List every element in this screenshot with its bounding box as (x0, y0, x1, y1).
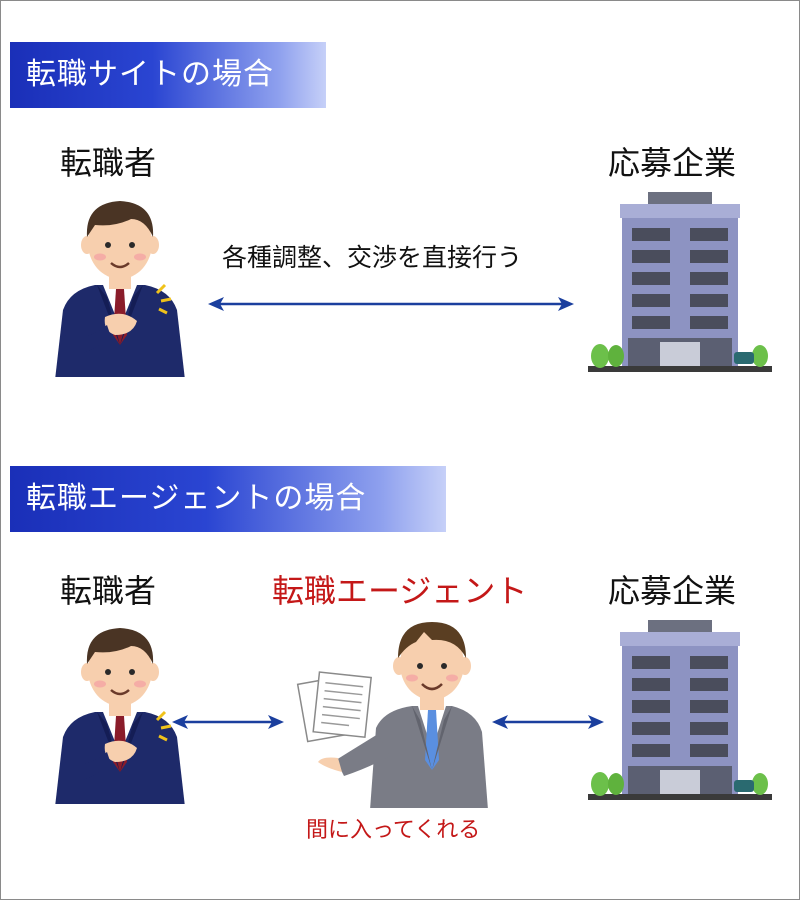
section2-agent-label: 転職エージェント (272, 572, 528, 610)
bidirectional-arrow-icon (172, 715, 284, 729)
person-icon (55, 201, 185, 377)
section1-arrow-caption: 各種調整、交渉を直接行う (222, 243, 523, 272)
bidirectional-arrow-icon (492, 715, 604, 729)
section2-banner: 転職エージェントの場合 (10, 466, 446, 532)
documents-icon (296, 671, 372, 743)
recruiting-agent-icon (318, 622, 488, 808)
bidirectional-arrow-icon (208, 297, 574, 311)
section2-company-label: 応募企業 (608, 572, 737, 610)
office-building-icon (588, 620, 772, 800)
office-building-icon (588, 192, 772, 372)
section1-banner: 転職サイトの場合 (10, 42, 326, 108)
person-icon (55, 628, 185, 804)
section2-person-label: 転職者 (60, 572, 157, 610)
section1-company-label: 応募企業 (608, 144, 737, 182)
section1-person-label: 転職者 (60, 144, 157, 182)
section2-agent-caption: 間に入ってくれる (306, 818, 481, 843)
